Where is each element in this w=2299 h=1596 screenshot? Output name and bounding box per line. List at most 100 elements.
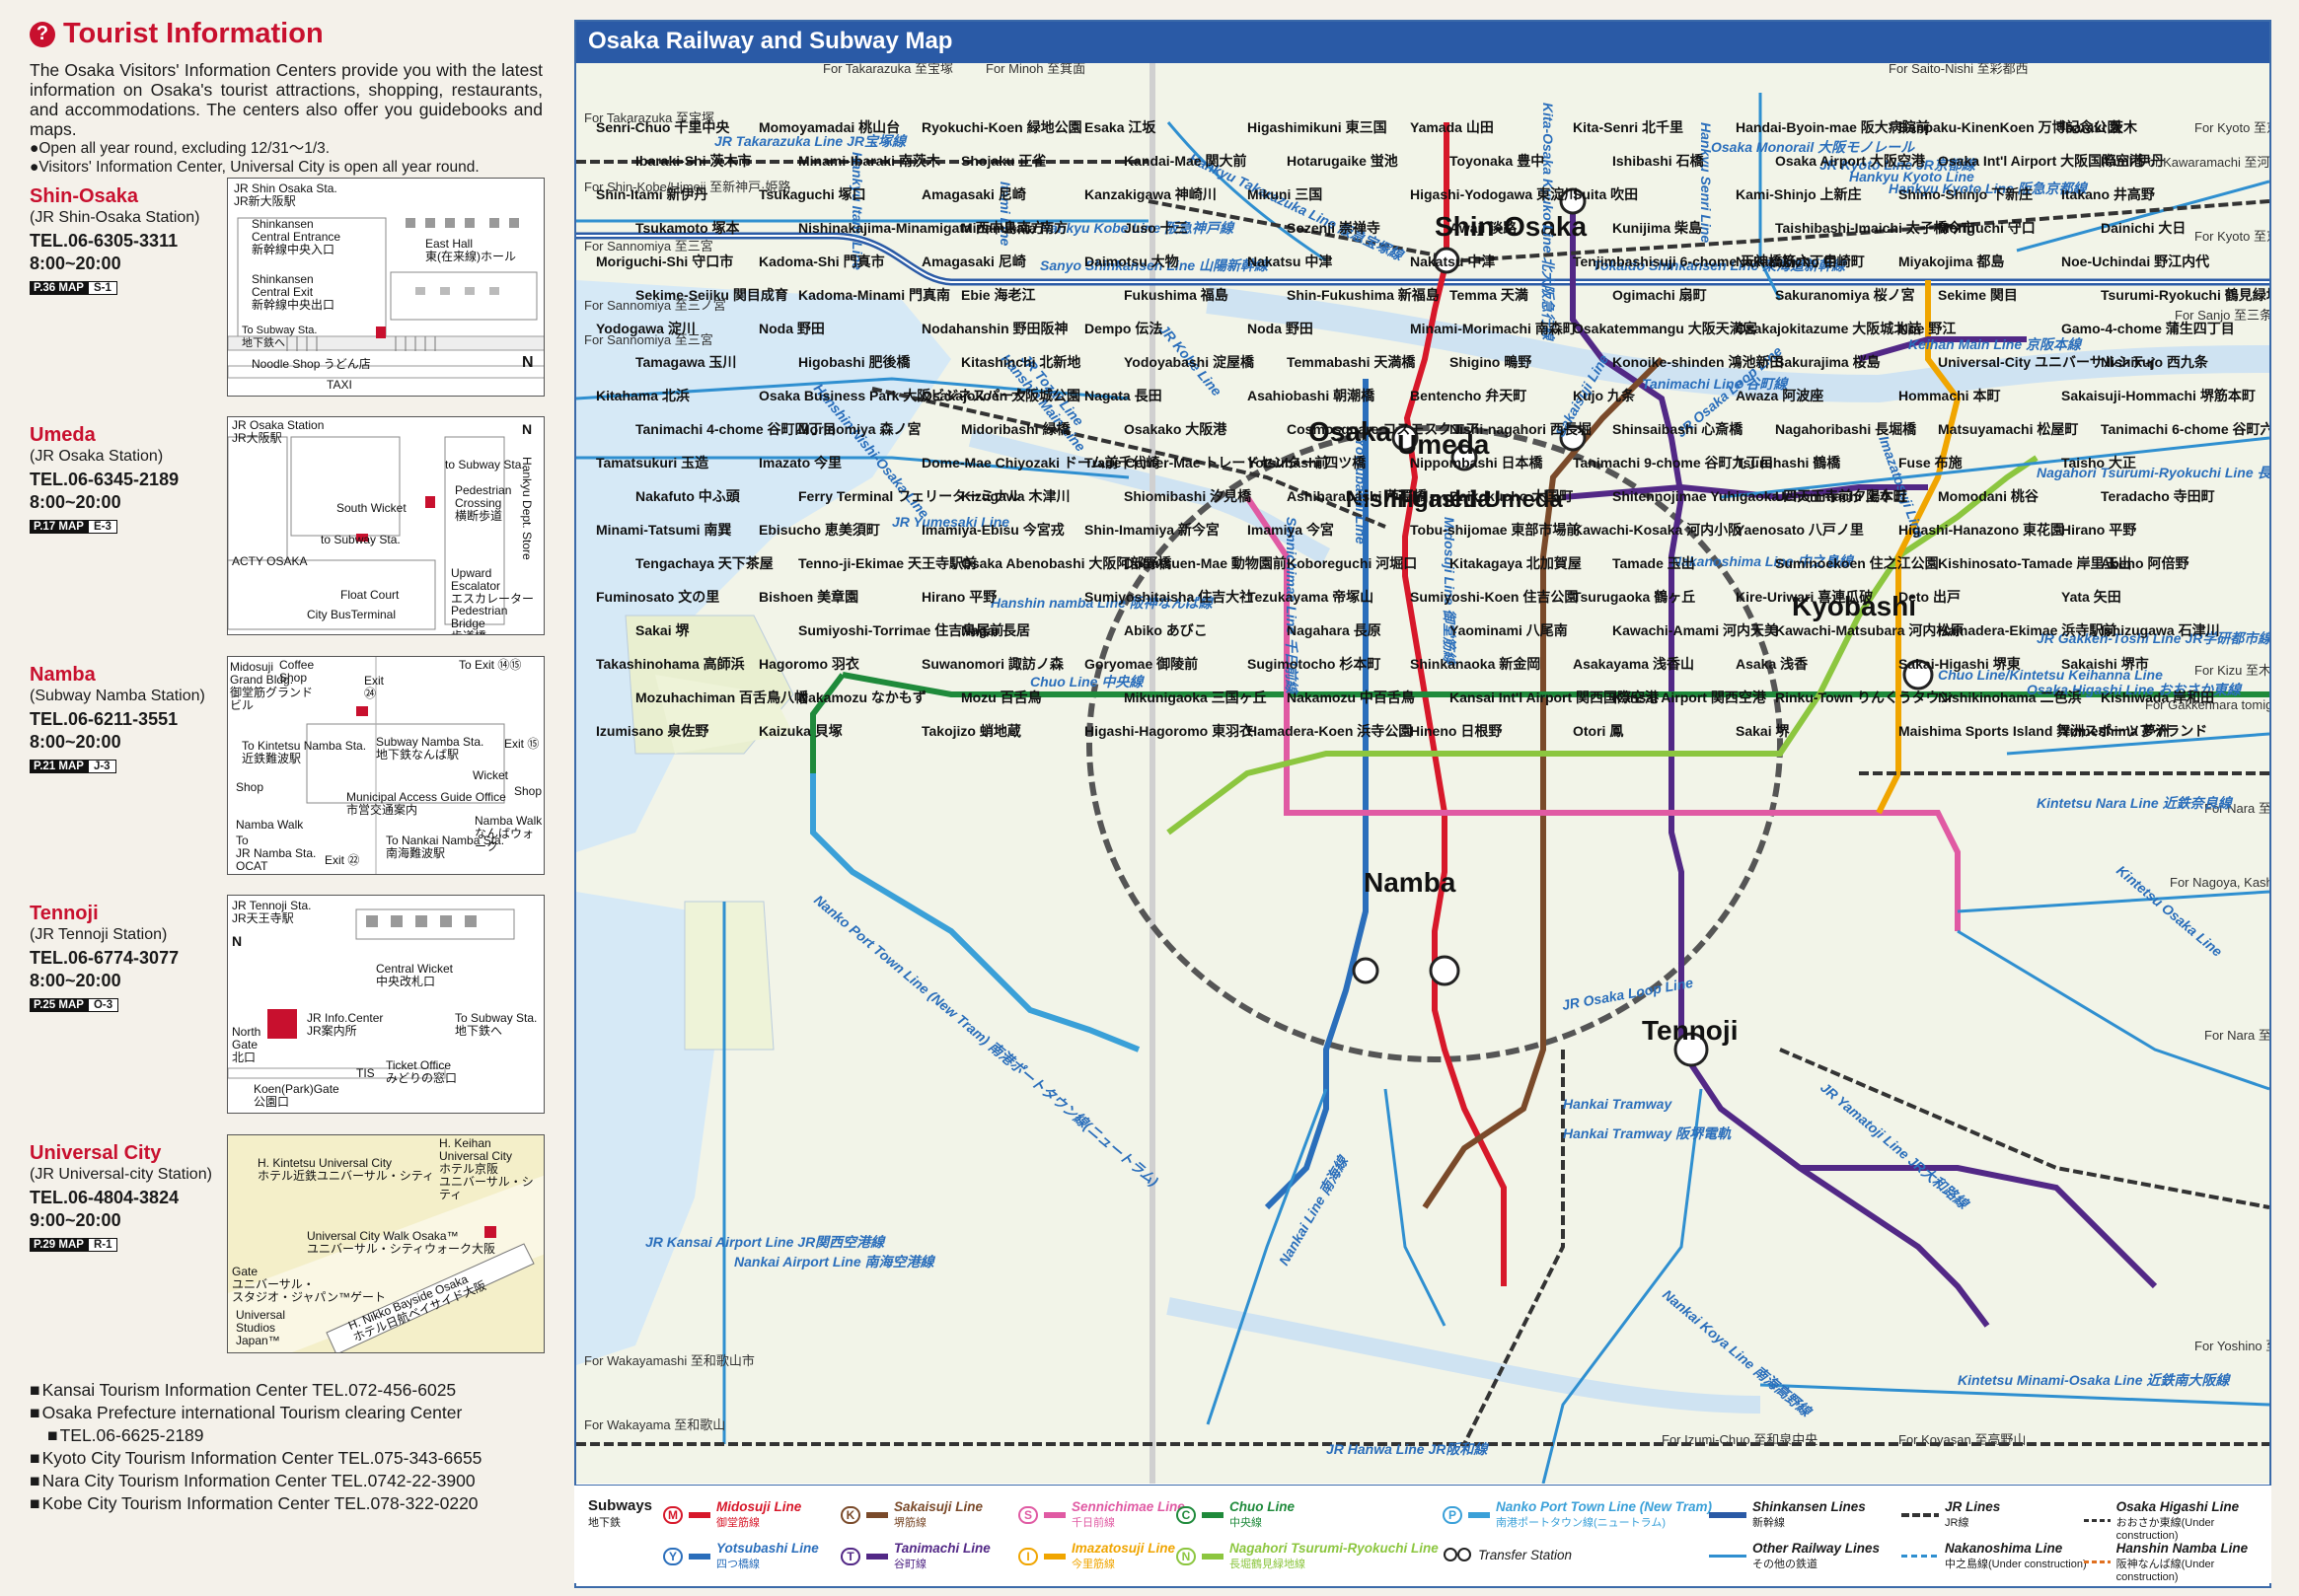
station-label[interactable]: Sakurajima 桜島 [1775, 354, 1881, 370]
station-label[interactable]: Osaka [1308, 416, 1391, 447]
station-label[interactable]: Trade Center-Mae トレードセンター前 [1084, 455, 1328, 471]
station-label[interactable]: Hirano 平野 [922, 589, 997, 605]
station-label[interactable]: Rinku-Town りんくうタウン [1775, 689, 1954, 705]
station-label[interactable]: Noe-Uchindai 野江内代 [2061, 254, 2209, 269]
station-label[interactable]: Abiko あびこ [1124, 622, 1208, 638]
station-label[interactable]: Amagasaki 尼崎 [922, 186, 1026, 202]
station-label[interactable]: Itakano 井高野 [2061, 186, 2155, 202]
station-label[interactable]: Goryomae 御陵前 [1084, 656, 1198, 672]
station-label[interactable]: Sekime-Seiiku 関目成育 [635, 287, 788, 303]
station-label[interactable]: Sakaisuji-Hommachi 堺筋本町 [2061, 388, 2256, 403]
station-label[interactable]: Nakatsu 中津 [1247, 254, 1332, 269]
station-label[interactable]: Kanzakigawa 神崎川 [1084, 186, 1217, 202]
station-label[interactable]: Shin-Itami 新伊丹 [596, 186, 708, 202]
station-label[interactable]: Sugimotocho 杉本町 [1247, 656, 1380, 672]
station-label[interactable]: Awaji 淡路 [1449, 220, 1518, 236]
station-label[interactable]: Maishima Sports Island 舞洲スポーツアイランド [1898, 723, 2207, 739]
station-label[interactable]: Otori 鳳 [1573, 723, 1623, 739]
station-label[interactable]: Deto 出戸 [1898, 589, 1961, 605]
station-label[interactable]: Daimotsu 大物 [1084, 254, 1179, 269]
station-label[interactable]: Minami-Ibaraki 南茨木 [798, 153, 941, 169]
station-label[interactable]: Cosmosquare コスモスクエア [1287, 421, 1479, 437]
station-label[interactable]: Universal-City ユニバーサルシティ [1938, 354, 2158, 370]
station-label[interactable]: Sozenji 崇禅寺 [1287, 220, 1380, 236]
station-label[interactable]: Tenjimbashisuji 6-chome 天神橋筋六丁目 [1573, 254, 1837, 269]
station-label[interactable]: Takojizo 蛸地蔵 [922, 723, 1021, 739]
station-label[interactable]: Asahiobashi 朝潮橋 [1247, 388, 1375, 403]
station-label[interactable]: Tsuruhashi 鶴橋 [1736, 455, 1841, 471]
station-label[interactable]: Sumiyoshi-Torrimae 住吉鳥居前 [798, 622, 1003, 638]
station-label[interactable]: Nakafuto 中ふ頭 [635, 488, 741, 504]
station-label[interactable]: Sakuranomiya 桜ノ宮 [1775, 287, 1915, 303]
station-label[interactable]: Hommachi 本町 [1898, 388, 2000, 403]
station-label[interactable]: Momodani 桃谷 [1938, 488, 2039, 504]
station-label[interactable]: Banpaku-KinenKoen 万博記念公園 [1898, 119, 2121, 135]
office-tel[interactable]: TEL.06-6774-3077 [30, 948, 180, 968]
station-label[interactable]: Kami-Shinjo 上新庄 [1736, 186, 1862, 202]
station-label[interactable]: Bishoen 美章園 [759, 589, 858, 605]
station-label[interactable]: Noe 野江 [1898, 321, 1956, 336]
station-label[interactable]: Nakatsu 中津 [1410, 254, 1495, 269]
station-label[interactable]: Shojaku 正雀 [961, 153, 1046, 169]
station-label[interactable]: Miyakojima 都島 [1898, 254, 2004, 269]
railway-map[interactable]: Osaka Railway and Subway Map [574, 20, 2271, 1588]
station-label[interactable]: Higobashi 肥後橋 [798, 354, 912, 370]
station-label[interactable]: Tengachaya 天下茶屋 [635, 555, 774, 571]
station-label[interactable]: Shimo-Shinjo 下新庄 [1898, 186, 2033, 202]
station-label[interactable]: Midoribashi 緑橋 [961, 421, 1071, 437]
station-label[interactable]: Kaizuka 貝塚 [759, 723, 843, 739]
station-label[interactable]: Osaka Business Park 大阪ビジネスパーク [759, 388, 1027, 403]
station-label[interactable]: Ogimachi 扇町 [1612, 287, 1707, 303]
station-label[interactable]: Shinkanaoka 新金岡 [1410, 656, 1540, 672]
station-label[interactable]: Tanimachi 6-chome 谷町六丁目 [2101, 421, 2269, 437]
station-label[interactable]: Kita-Senri 北千里 [1573, 119, 1683, 135]
station-label[interactable]: Esaka 江坂 [1084, 119, 1156, 135]
station-label[interactable]: Shin-Fukushima 新福島 [1287, 287, 1440, 303]
station-label[interactable]: Shin-Imamiya 新今宮 [1084, 522, 1220, 538]
station-label[interactable]: Hagoromo 羽衣 [759, 656, 860, 672]
station-label[interactable]: Juso 十三 [1124, 220, 1188, 236]
office-tel[interactable]: TEL.06-6305-3311 [30, 231, 179, 251]
station-label[interactable]: Yumeshima 夢洲 [2061, 723, 2170, 739]
station-label[interactable]: Kawachi-Amami 河内天美 [1612, 622, 1779, 638]
station-label[interactable]: Kawachi-Kosaka 河内小阪 [1573, 522, 1743, 538]
station-label[interactable]: Yata 矢田 [2061, 589, 2121, 605]
station-label[interactable]: Minami-Morimachi 南森町 [1410, 321, 1577, 336]
station-label[interactable]: Morinomiya 森ノ宮 [798, 421, 921, 437]
station-label[interactable]: Ryokuchi-Koen 緑地公園 [922, 119, 1082, 135]
station-label[interactable]: Hotarugaike 蛍池 [1287, 153, 1398, 169]
station-label[interactable]: Fuse 布施 [1898, 455, 1963, 471]
station-label[interactable]: Nishikujo 西九条 [2101, 354, 2209, 370]
station-label[interactable]: Tamatsukuri 玉造 [596, 455, 708, 471]
station-label[interactable]: Hirano 平野 [2061, 522, 2136, 538]
station-label[interactable]: Mikuni 三国 [1247, 186, 1322, 202]
station-label[interactable]: Itami 伊丹 [2101, 153, 2165, 169]
station-label[interactable]: Taisho 大正 [2061, 455, 2136, 471]
station-label[interactable]: Noda 野田 [1247, 321, 1313, 336]
station-label[interactable]: Imazato 今里 [759, 455, 842, 471]
station-label[interactable]: Higashi-Hanazono 東花園 [1898, 522, 2064, 538]
station-label[interactable]: Imamiya-Ebisu 今宮戎 [922, 522, 1065, 538]
station-label[interactable]: Namba [1364, 867, 1456, 898]
station-label[interactable]: Kyobashi [1792, 591, 1916, 621]
station-label[interactable]: Daikokucho 大国町 [1449, 488, 1573, 504]
station-label[interactable]: Umeda [1397, 429, 1490, 460]
station-label[interactable]: Takashinohama 高師浜 [596, 656, 745, 672]
station-label[interactable]: Fuminosato 文の里 [596, 589, 719, 605]
station-label[interactable]: Shinsaibashi 心斎橋 [1612, 421, 1743, 437]
station-label[interactable]: Teradacho 寺田町 [2101, 488, 2215, 504]
station-label[interactable]: Tamade 玉出 [1612, 555, 1695, 571]
station-label[interactable]: Asakayama 浅香山 [1573, 656, 1694, 672]
station-label[interactable]: Noda 野田 [759, 321, 825, 336]
station-label[interactable]: Ibaraki 茨木 [2061, 119, 2138, 135]
station-label[interactable]: Nippombashi 日本橋 [1410, 455, 1544, 471]
station-label[interactable]: Yamada 山田 [1410, 119, 1494, 135]
station-label[interactable]: Hineno 日根野 [1410, 723, 1502, 739]
station-label[interactable]: Izumisano 泉佐野 [596, 723, 708, 739]
station-label[interactable]: Matsuyamachi 松屋町 [1938, 421, 2078, 437]
station-label[interactable]: Yaominami 八尾南 [1449, 622, 1568, 638]
station-label[interactable]: Dome-Mae Chiyozaki ドーム前千代崎 [922, 455, 1160, 471]
station-label[interactable]: Shin-Osaka [1435, 211, 1587, 242]
station-label[interactable]: Temmabashi 天満橋 [1287, 354, 1416, 370]
station-label[interactable]: Senri-Chuo 千里中央 [596, 119, 730, 135]
